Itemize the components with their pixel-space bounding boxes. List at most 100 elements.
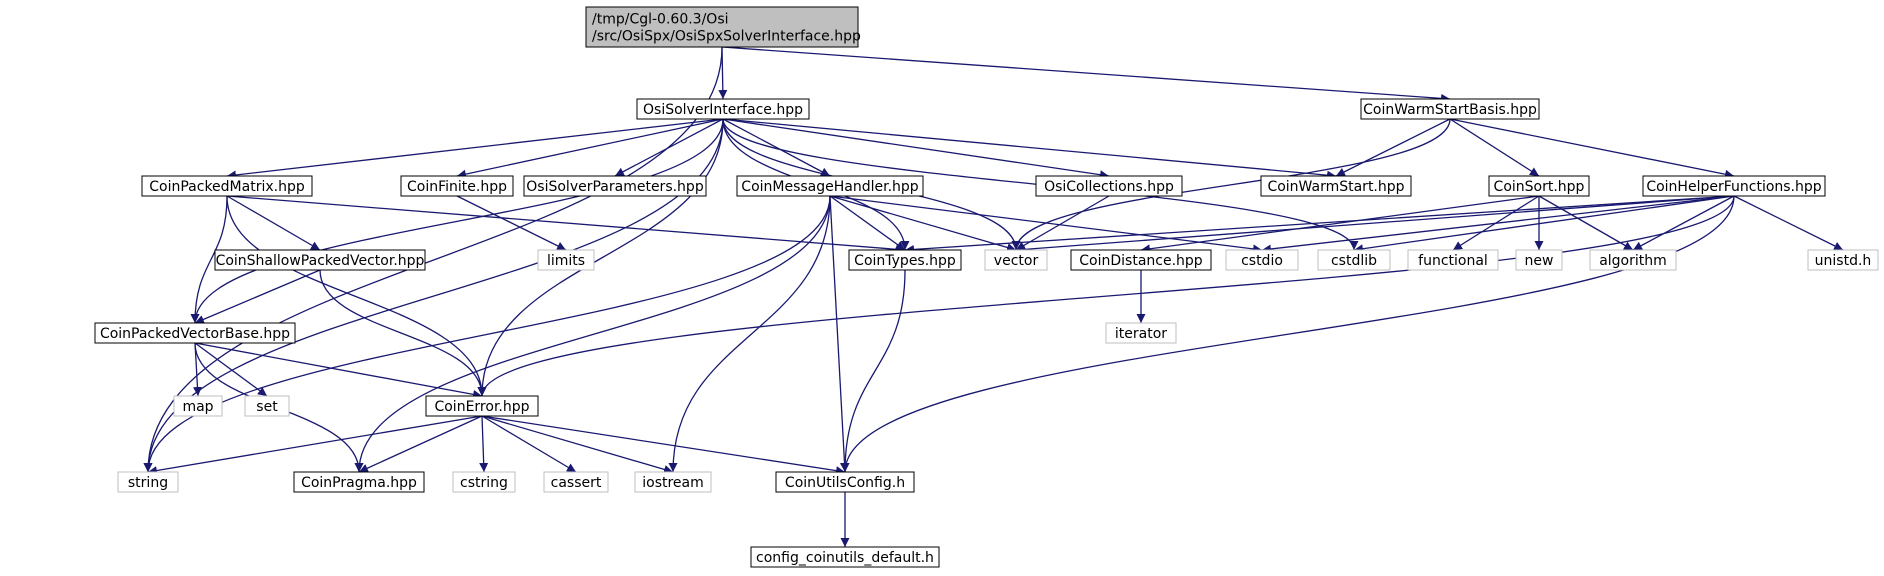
node-coinmessagehandler[interactable]: CoinMessageHandler.hpp [736, 175, 924, 197]
node-box-coinshallowpackedvector[interactable] [214, 249, 426, 271]
node-box-coinpackedvectorbase[interactable] [94, 322, 296, 344]
node-box-coinwarmstart[interactable] [1260, 175, 1412, 197]
edge-coinwarmstartbasis-to-vector [1011, 118, 1451, 251]
node-coinpackedmatrix[interactable]: CoinPackedMatrix.hpp [141, 175, 313, 197]
node-box-coindistance[interactable] [1070, 249, 1212, 271]
node-coinpragma[interactable]: CoinPragma.hpp [293, 471, 425, 493]
edge-coinshallowpackedvector-to-coinerror [319, 269, 487, 397]
node-box-map [173, 395, 223, 417]
node-box-set [244, 395, 290, 417]
node-osisolverparameters[interactable]: OsiSolverParameters.hpp [523, 175, 707, 197]
node-functional: functional [1407, 249, 1499, 271]
node-box-vector [984, 249, 1048, 271]
edge-osisolverinterface-to-string [143, 118, 724, 473]
node-box-coinhelperfunctions[interactable] [1642, 175, 1826, 197]
edge-coinsort-to-algorithm [1538, 195, 1634, 251]
node-box-cointypes[interactable] [848, 249, 962, 271]
node-osisolverinterface[interactable]: OsiSolverInterface.hpp [636, 98, 810, 120]
node-box-coinwarmstartbasis[interactable] [1360, 98, 1540, 120]
node-label-osisolverinterface: OsiSolverInterface.hpp [643, 102, 803, 118]
node-coinerror[interactable]: CoinError.hpp [425, 395, 539, 417]
edge-coinerror-to-coinutilsconfig [481, 415, 846, 476]
node-label-osicollections: OsiCollections.hpp [1044, 179, 1174, 195]
node-config_coinutils_default[interactable]: config_coinutils_default.h [750, 546, 940, 568]
dependency-edges [143, 46, 1844, 547]
edge-osisolverinterface-to-coinpackedvectorbase [190, 118, 724, 324]
node-coinwarmstart[interactable]: CoinWarmStart.hpp [1260, 175, 1412, 197]
edge-coinpackedmatrix-to-coinpackedvectorbase [190, 195, 228, 324]
edge-cointypes-to-coinutilsconfig [840, 269, 906, 473]
node-label-coinpackedvectorbase: CoinPackedVectorBase.hpp [100, 326, 290, 342]
node-box-coinmessagehandler[interactable] [736, 175, 924, 197]
node-box-cstdlib [1317, 249, 1391, 271]
edge-osicollections-to-vector [1015, 195, 1110, 251]
edge-coinerror-to-coinpragma [358, 415, 483, 473]
edge-coinpackedvectorbase-to-coinerror [194, 342, 483, 399]
edge-coinpackedmatrix-to-coinshallowpackedvector [226, 195, 321, 251]
edge-coinpackedmatrix-to-coinerror [226, 195, 487, 397]
node-label-coinmessagehandler: CoinMessageHandler.hpp [741, 179, 919, 195]
node-box-limits [537, 249, 595, 271]
node-unistd: unistd.h [1807, 249, 1879, 271]
edge-osisolverinterface-to-coinpackedmatrix [226, 118, 724, 180]
edge-osisolverinterface-to-coinwarmstart [722, 118, 1337, 180]
node-coindistance[interactable]: CoinDistance.hpp [1070, 249, 1212, 271]
edge-osisolverinterface-to-osicollections [722, 118, 1110, 180]
node-map: map [173, 395, 223, 417]
node-box-config_coinutils_default[interactable] [750, 546, 940, 568]
node-iostream: iostream [634, 471, 712, 493]
node-box-coinpragma[interactable] [293, 471, 425, 493]
node-coinutilsconfig[interactable]: CoinUtilsConfig.h [775, 471, 915, 493]
node-label-new: new [1525, 253, 1554, 269]
edge-coinsort-to-coindistance [1140, 195, 1540, 254]
edge-osisolverinterface-to-coinfinite [456, 118, 724, 179]
node-label-coinfinite: CoinFinite.hpp [407, 179, 507, 195]
node-box-coinpackedmatrix[interactable] [141, 175, 313, 197]
node-box-iterator [1105, 322, 1177, 344]
node-box-algorithm [1589, 249, 1677, 271]
edge-coinpackedvectorbase-to-set [194, 342, 268, 397]
edge-coinhelperfunctions-to-cstdlib [1353, 195, 1735, 254]
node-label-cassert: cassert [551, 475, 602, 491]
edge-coinpackedmatrix-to-cointypes [226, 195, 906, 254]
edge-coinerror-to-string [147, 415, 483, 475]
node-box-root[interactable] [585, 6, 859, 48]
node-osicollections[interactable]: OsiCollections.hpp [1035, 175, 1183, 197]
node-box-cassert [543, 471, 609, 493]
node-box-coinutilsconfig[interactable] [775, 471, 915, 493]
node-cointypes[interactable]: CoinTypes.hpp [848, 249, 962, 271]
node-coinwarmstartbasis[interactable]: CoinWarmStartBasis.hpp [1360, 98, 1540, 120]
edge-coinmessagehandler-to-string [143, 195, 831, 473]
edge-coinshallowpackedvector-to-coinpackedvectorbase [194, 269, 321, 324]
node-coinsort[interactable]: CoinSort.hpp [1488, 175, 1590, 197]
edge-root-to-string [143, 46, 723, 473]
node-label-algorithm: algorithm [1599, 253, 1667, 269]
edge-coinerror-to-cassert [481, 415, 577, 473]
edge-coinerror-to-cstring [479, 415, 489, 473]
node-label-cstdlib: cstdlib [1331, 253, 1377, 269]
node-label-root: /tmp/Cgl-0.60.3/Osi [592, 12, 729, 28]
node-label-cstdio: cstdio [1241, 253, 1283, 269]
edge-coinmessagehandler-to-coinpragma [354, 195, 831, 473]
node-cassert: cassert [543, 471, 609, 493]
edge-coinerror-to-iostream [481, 415, 674, 474]
node-label-coinwarmstart: CoinWarmStart.hpp [1267, 179, 1404, 195]
node-box-osicollections[interactable] [1035, 175, 1183, 197]
node-coinhelperfunctions[interactable]: CoinHelperFunctions.hpp [1642, 175, 1826, 197]
node-box-coinfinite[interactable] [400, 175, 514, 197]
node-label-coinhelperfunctions: CoinHelperFunctions.hpp [1646, 179, 1821, 195]
node-box-coinerror[interactable] [425, 395, 539, 417]
node-coinpackedvectorbase[interactable]: CoinPackedVectorBase.hpp [94, 322, 296, 344]
node-root[interactable]: /tmp/Cgl-0.60.3/Osi/src/OsiSpx/OsiSpxSol… [585, 6, 861, 48]
node-box-coinsort[interactable] [1488, 175, 1590, 197]
edge-coinhelperfunctions-to-unistd [1733, 195, 1844, 251]
node-coinfinite[interactable]: CoinFinite.hpp [400, 175, 514, 197]
node-label-functional: functional [1418, 253, 1488, 269]
node-box-osisolverparameters[interactable] [523, 175, 707, 197]
node-cstdio: cstdio [1225, 249, 1299, 271]
node-box-osisolverinterface[interactable] [636, 98, 810, 120]
node-coinshallowpackedvector[interactable]: CoinShallowPackedVector.hpp [214, 249, 426, 271]
edge-coinwarmstartbasis-to-coinhelperfunctions [1449, 118, 1735, 179]
edge-coinmessagehandler-to-cstdio [829, 195, 1263, 254]
